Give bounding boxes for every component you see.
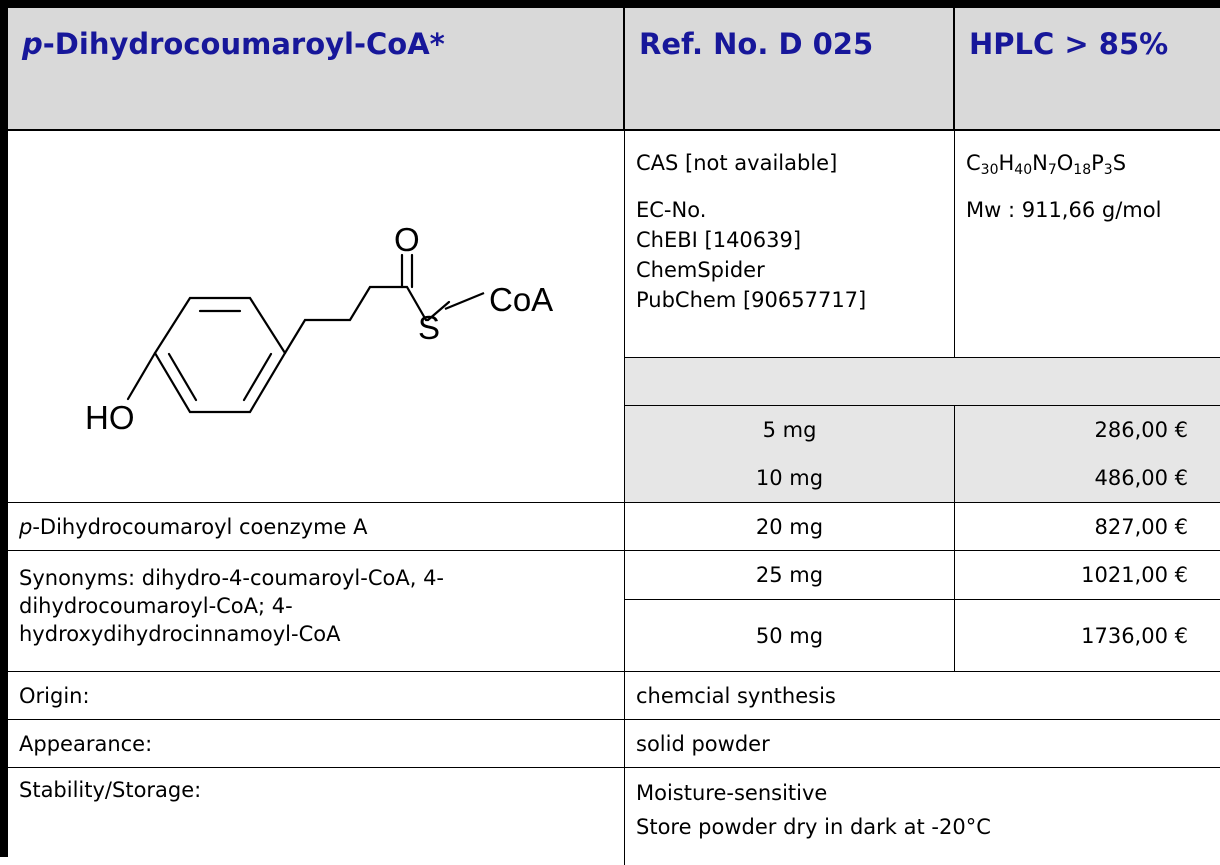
product-title: -Dihydrocoumaroyl-CoA*: [42, 27, 445, 61]
price-value: 286,00 €: [955, 406, 1220, 455]
price-quantity: 10 mg: [625, 454, 955, 503]
ec-number: EC-No.: [636, 198, 707, 222]
coa-label: CoA: [489, 281, 553, 318]
ref-number: Ref. No. D 025: [639, 27, 874, 61]
price-quantity: 50 mg: [625, 600, 955, 672]
formula-element: H: [998, 151, 1015, 175]
ref-number-cell: Ref. No. D 025: [625, 8, 955, 131]
full-name: -Dihydrocoumaroyl coenzyme A: [32, 514, 368, 539]
purity: HPLC > 85%: [969, 27, 1169, 61]
formula-element: S: [1112, 151, 1127, 175]
full-name-prefix: p: [19, 514, 33, 539]
stability-line-2: Store powder dry in dark at -20°C: [636, 815, 991, 839]
price-value: 827,00 €: [955, 503, 1220, 551]
purity-cell: HPLC > 85%: [955, 8, 1220, 131]
price-value: 1021,00 €: [955, 551, 1220, 600]
origin-label-cell: Origin:: [8, 672, 625, 720]
full-name-cell: p-Dihydrocoumaroyl coenzyme A: [8, 503, 625, 551]
structure-cell: O S CoA HO: [8, 131, 625, 503]
formula-element: C: [966, 151, 981, 175]
price-quantity: 20 mg: [625, 503, 955, 551]
formula-element: P: [1091, 151, 1104, 175]
price-quantity: 5 mg: [625, 406, 955, 455]
molecular-formula: C30H40N7O18P3S: [966, 148, 1209, 178]
price-quantity: 25 mg: [625, 551, 955, 600]
stability-line-1: Moisture-sensitive: [636, 781, 828, 805]
formula-element: O: [1056, 151, 1074, 175]
formula-cell: C30H40N7O18P3S Mw : 911,66 g/mol: [955, 131, 1220, 358]
stability-label: Stability/Storage:: [19, 778, 202, 802]
appearance-value-cell: solid powder: [625, 720, 1220, 768]
appearance-value: solid powder: [636, 731, 770, 756]
carbonyl-oxygen-label: O: [394, 221, 420, 258]
pubchem-id: PubChem [90657717]: [636, 288, 867, 312]
appearance-label-cell: Appearance:: [8, 720, 625, 768]
sulfur-label: S: [418, 309, 440, 346]
formula-count: 7: [1047, 162, 1057, 178]
cas-number: CAS [not available]: [636, 151, 838, 175]
stability-label-cell: Stability/Storage:: [8, 768, 625, 865]
chemical-structure: O S CoA HO: [85, 221, 553, 436]
product-title-cell: p-Dihydrocoumaroyl-CoA*: [8, 8, 625, 131]
price-value: 1736,00 €: [955, 600, 1220, 672]
hydroxy-label: HO: [85, 399, 135, 436]
origin-label: Origin:: [19, 683, 90, 708]
title-prefix: p: [22, 27, 43, 61]
origin-value-cell: chemcial synthesis: [625, 672, 1220, 720]
synonyms-cell: Synonyms: dihydro-4-coumaroyl-CoA, 4-dih…: [8, 551, 625, 672]
blank-row: [625, 358, 1220, 406]
price-value: 486,00 €: [955, 454, 1220, 503]
chemspider-id: ChemSpider: [636, 258, 765, 282]
origin-value: chemcial synthesis: [636, 683, 836, 708]
stability-value-cell: Moisture-sensitive Store powder dry in d…: [625, 768, 1220, 865]
synonyms: Synonyms: dihydro-4-coumaroyl-CoA, 4-dih…: [19, 566, 445, 646]
formula-count: 40: [1014, 162, 1033, 178]
formula-count: 30: [980, 162, 999, 178]
formula-count: 3: [1103, 162, 1113, 178]
chebi-id: ChEBI [140639]: [636, 228, 802, 252]
identifiers-cell: CAS [not available] EC-No. ChEBI [140639…: [625, 131, 955, 358]
formula-count: 18: [1073, 162, 1092, 178]
appearance-label: Appearance:: [19, 731, 153, 756]
molecular-weight: Mw : 911,66 g/mol: [966, 198, 1162, 222]
formula-element: N: [1032, 151, 1048, 175]
